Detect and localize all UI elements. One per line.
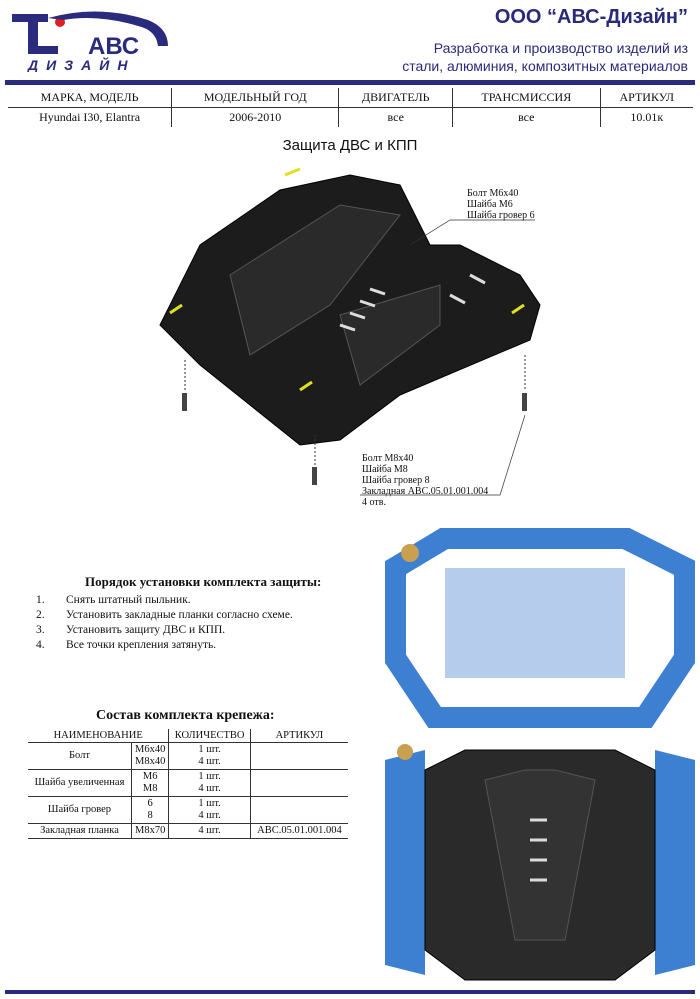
- cell: [249, 796, 348, 824]
- step-number: 1.: [36, 594, 45, 606]
- qty: 1 шт.: [198, 798, 221, 809]
- callout-line: Шайба гровер 6: [467, 210, 535, 221]
- cell: Шайба гровер: [28, 796, 132, 824]
- callout-line: Болт M6x40: [467, 188, 519, 199]
- cell: 1 шт.4 шт.: [168, 742, 251, 770]
- callout-line: Шайба M8: [362, 464, 408, 475]
- step: 3. Установить защиту ДВС и КПП.: [36, 624, 293, 639]
- cell: все: [338, 107, 453, 127]
- step: 1. Снять штатный пыльник.: [36, 594, 293, 609]
- company-name: ООО “АВС-Дизайн”: [494, 6, 688, 28]
- fastener-callout-top: Болт M6x40 Шайба M6 Шайба гровер 6: [467, 188, 535, 221]
- step-number: 2.: [36, 609, 45, 621]
- company-logo: АВС ДИЗАЙН: [12, 11, 168, 72]
- size: 8: [147, 810, 153, 821]
- callout-line: 4 отв.: [362, 497, 386, 508]
- svg-text:АВС: АВС: [88, 33, 139, 60]
- install-steps: 1. Снять штатный пыльник. 2. Установить за…: [36, 594, 293, 654]
- size: M8x40: [134, 756, 166, 767]
- cell: 1 шт.4 шт.: [168, 796, 251, 824]
- size: 6: [147, 798, 153, 809]
- divider: [5, 990, 695, 994]
- cell: M8x70: [130, 823, 169, 839]
- callout-line: Шайба гровер 8: [362, 475, 430, 486]
- qty: 4 шт.: [198, 756, 221, 767]
- size: M6: [142, 771, 158, 782]
- qty: 1 шт.: [198, 744, 221, 755]
- cell: 2006-2010: [171, 107, 339, 127]
- cell: [249, 769, 348, 797]
- company-subtitle: стали, алюминия, композитных материалов: [402, 58, 688, 74]
- callout-line: Шайба M6: [467, 199, 513, 210]
- diagram-title: Защита ДВС и КПП: [282, 137, 418, 154]
- cell: 1 шт.4 шт.: [168, 769, 251, 797]
- header-cell: МАРКА, МОДЕЛЬ: [8, 88, 172, 108]
- header-cell: НАИМЕНОВАНИЕ: [28, 729, 169, 743]
- divider: [5, 80, 695, 85]
- size: M8: [142, 783, 158, 794]
- fastener-callout-bottom: Болт M8x40 Шайба M8 Шайба гровер 8 Закла…: [362, 453, 488, 508]
- qty: 4 шт.: [198, 783, 221, 794]
- header-cell: АРТИКУЛ: [599, 88, 693, 108]
- vehicle-spec-table: МАРКА, МОДЕЛЬ МОДЕЛЬНЫЙ ГОД ДВИГАТЕЛЬ ТР…: [8, 88, 693, 127]
- install-order-title: Порядок установки комплекта защиты:: [85, 574, 322, 589]
- step-text: Установить закладные планки согласно схе…: [66, 609, 293, 621]
- step: 4. Все точки крепления затянуть.: [36, 639, 293, 654]
- subframe-image: [385, 528, 695, 728]
- qty: 1 шт.: [198, 771, 221, 782]
- cell: Hyundai I30, Elantra: [39, 110, 141, 124]
- cell: все: [452, 107, 601, 127]
- size: M6x40: [134, 744, 166, 755]
- cell: Закладная планка: [28, 823, 132, 839]
- svg-text:ДИЗАЙН: ДИЗАЙН: [27, 56, 135, 72]
- kit-title: Состав комплекта крепежа:: [96, 708, 275, 723]
- cell: [249, 742, 348, 770]
- step-number: 4.: [36, 639, 45, 651]
- cell: Шайба увеличенная: [28, 769, 132, 797]
- cell: 10.01к: [599, 107, 693, 127]
- callout-line: Закладная АВС.05.01.001.004: [362, 486, 489, 497]
- header-cell: МОДЕЛЬНЫЙ ГОД: [171, 88, 339, 108]
- cell: Болт: [28, 742, 132, 770]
- step: 2. Установить закладные планки согласно с…: [36, 609, 293, 624]
- company-subtitle: Разработка и производство изделий из: [433, 40, 688, 56]
- header-cell: ДВИГАТЕЛЬ: [338, 88, 453, 108]
- cell: 4 шт.: [168, 823, 251, 839]
- step-text: Снять штатный пыльник.: [66, 594, 191, 606]
- header-cell: ТРАНСМИССИЯ: [452, 88, 601, 108]
- step-text: Установить защиту ДВС и КПП.: [66, 624, 226, 636]
- callout-line: Болт M8x40: [362, 453, 414, 464]
- header-cell: КОЛИЧЕСТВО: [168, 729, 251, 743]
- cell: АВС.05.01.001.004: [249, 823, 348, 839]
- qty: 4 шт.: [198, 810, 221, 821]
- header-cell: АРТИКУЛ: [249, 729, 348, 743]
- step-number: 3.: [36, 624, 45, 636]
- skid-plate-diagram: [159, 167, 541, 496]
- step-text: Все точки крепления затянуть.: [66, 639, 217, 651]
- installed-skid-plate-image: [385, 744, 695, 981]
